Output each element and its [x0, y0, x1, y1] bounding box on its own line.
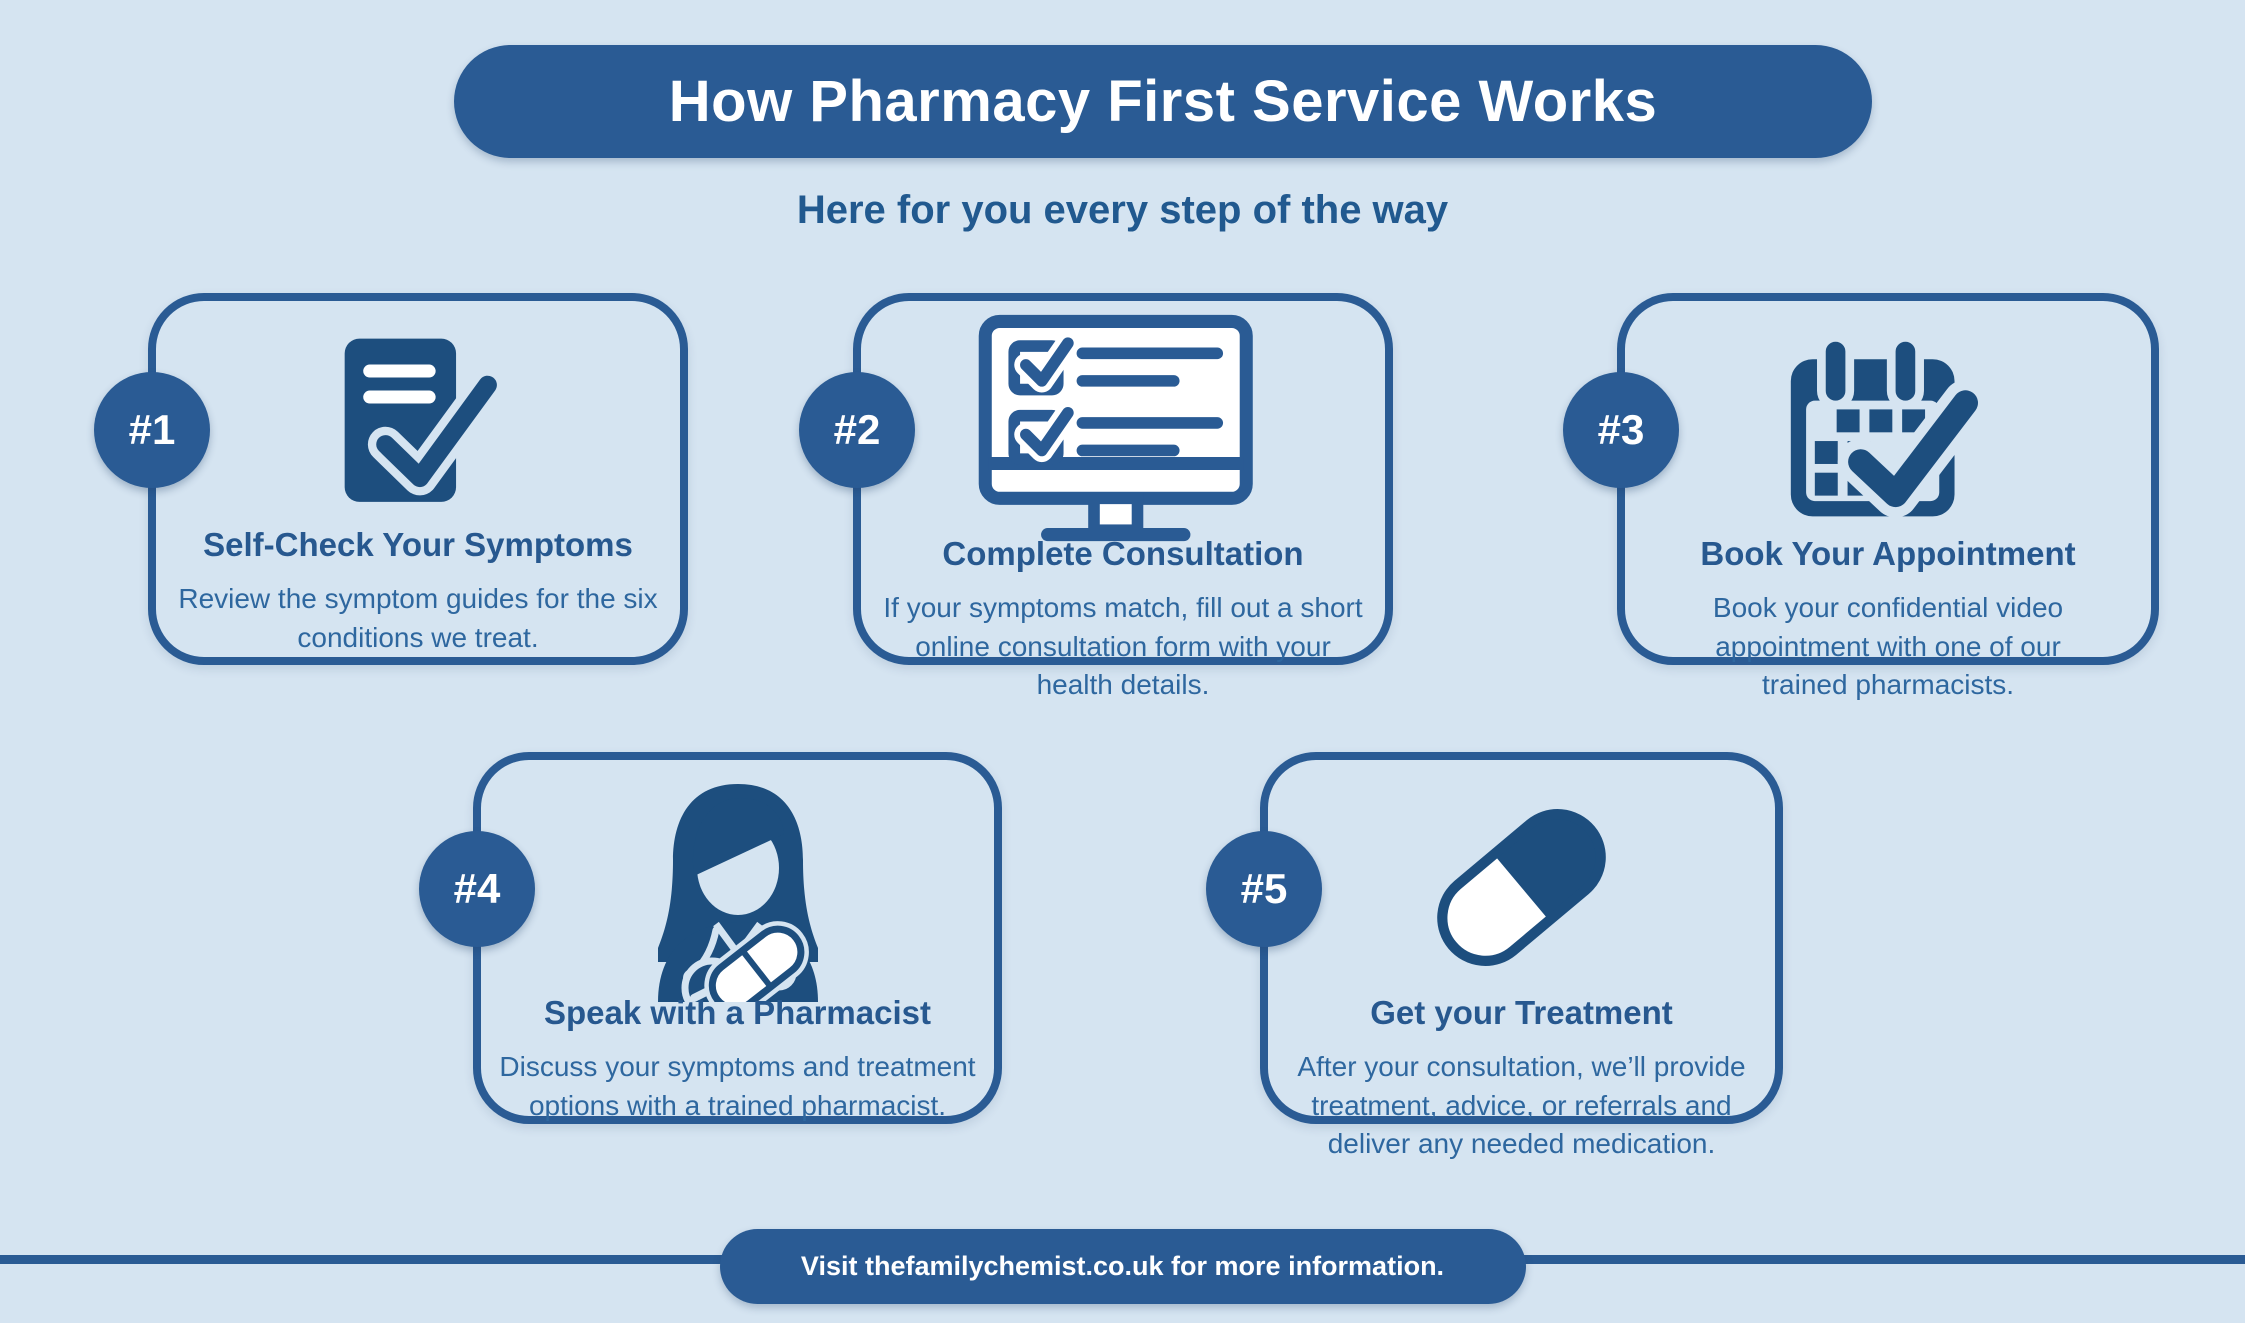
step-body: If your symptoms match, fill out a short…	[883, 592, 1363, 701]
step-body: After your consultation, we’ll provide t…	[1297, 1051, 1746, 1160]
step-title: Speak with a Pharmacist	[544, 994, 931, 1031]
step-title: Complete Consultation	[942, 535, 1304, 572]
step-card-2: #2 Complete Consultation If your symptom…	[799, 293, 1393, 700]
step-card-5: #5 Get your Treatment After your consult…	[1206, 752, 1783, 1159]
page-subtitle: Here for you every step of the way	[796, 188, 1449, 232]
step-title: Book Your Appointment	[1700, 535, 2076, 572]
pharmacist-icon	[628, 784, 848, 1002]
header-banner: How Pharmacy First Service Works	[454, 45, 1872, 158]
footer-banner: Visit thefamilychemist.co.uk for more in…	[719, 1229, 1526, 1304]
step-card-1: #1 Self-Check Your Symptoms Review the s…	[94, 293, 688, 665]
page-title: How Pharmacy First Service Works	[668, 69, 1658, 134]
step-badge-1: #1	[94, 372, 210, 488]
footer-text: Visit thefamilychemist.co.uk for more in…	[800, 1251, 1445, 1281]
monitor-checklist-icon	[978, 314, 1268, 542]
step-body: Discuss your symptoms and treatment opti…	[499, 1051, 976, 1121]
document-check-icon	[339, 333, 497, 514]
step-card-3: #3 Book Your Appointment Book your confi…	[1563, 293, 2159, 700]
step-title: Get your Treatment	[1370, 994, 1673, 1031]
calendar-check-icon	[1782, 332, 1995, 523]
step-body: Review the symptom guides for the six co…	[178, 583, 658, 653]
step-badge-5: #5	[1206, 831, 1322, 947]
capsule-icon	[1419, 792, 1624, 982]
step-badge-2: #2	[799, 372, 915, 488]
step-card-4: #4 Speak with a Pharma	[419, 752, 1002, 1124]
step-body: Book your confidential video appointment…	[1712, 592, 2064, 701]
step-badge-4: #4	[419, 831, 535, 947]
step-title: Self-Check Your Symptoms	[203, 526, 633, 563]
step-badge-3: #3	[1563, 372, 1679, 488]
